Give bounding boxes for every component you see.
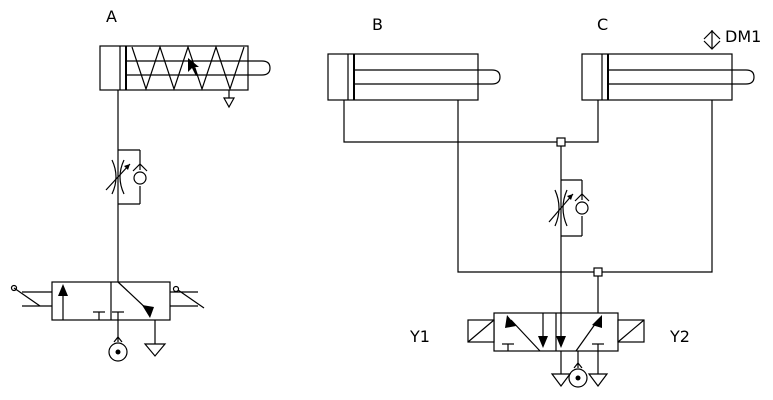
exhaust-left-bc [550, 351, 572, 387]
cylinder-c-label: C [597, 15, 608, 34]
cylinder-b[interactable] [327, 53, 501, 101]
valve-bc-5-2[interactable] [467, 312, 645, 352]
pressure-source-a [108, 320, 128, 362]
cylinder-b-label: B [372, 15, 383, 34]
solenoid-y1-label: Y1 [409, 327, 430, 346]
flow-control-valve-a[interactable] [105, 149, 148, 205]
flow-control-valve-bc[interactable] [548, 179, 590, 237]
sensor-dm1-label: DM1 [725, 27, 761, 46]
piping-bc [343, 100, 713, 313]
valve-a-3-2[interactable] [10, 281, 205, 321]
cylinder-a-label: A [106, 7, 117, 26]
solenoid-y2-label: Y2 [669, 327, 690, 346]
exhaust-right-bc [587, 351, 609, 387]
cursor-icon [188, 58, 199, 76]
cylinder-a[interactable] [99, 45, 271, 109]
sensor-dm1-icon [703, 30, 721, 50]
exhaust-a [143, 320, 167, 357]
pressure-source-bc [568, 351, 588, 388]
cylinder-c[interactable] [581, 53, 755, 101]
